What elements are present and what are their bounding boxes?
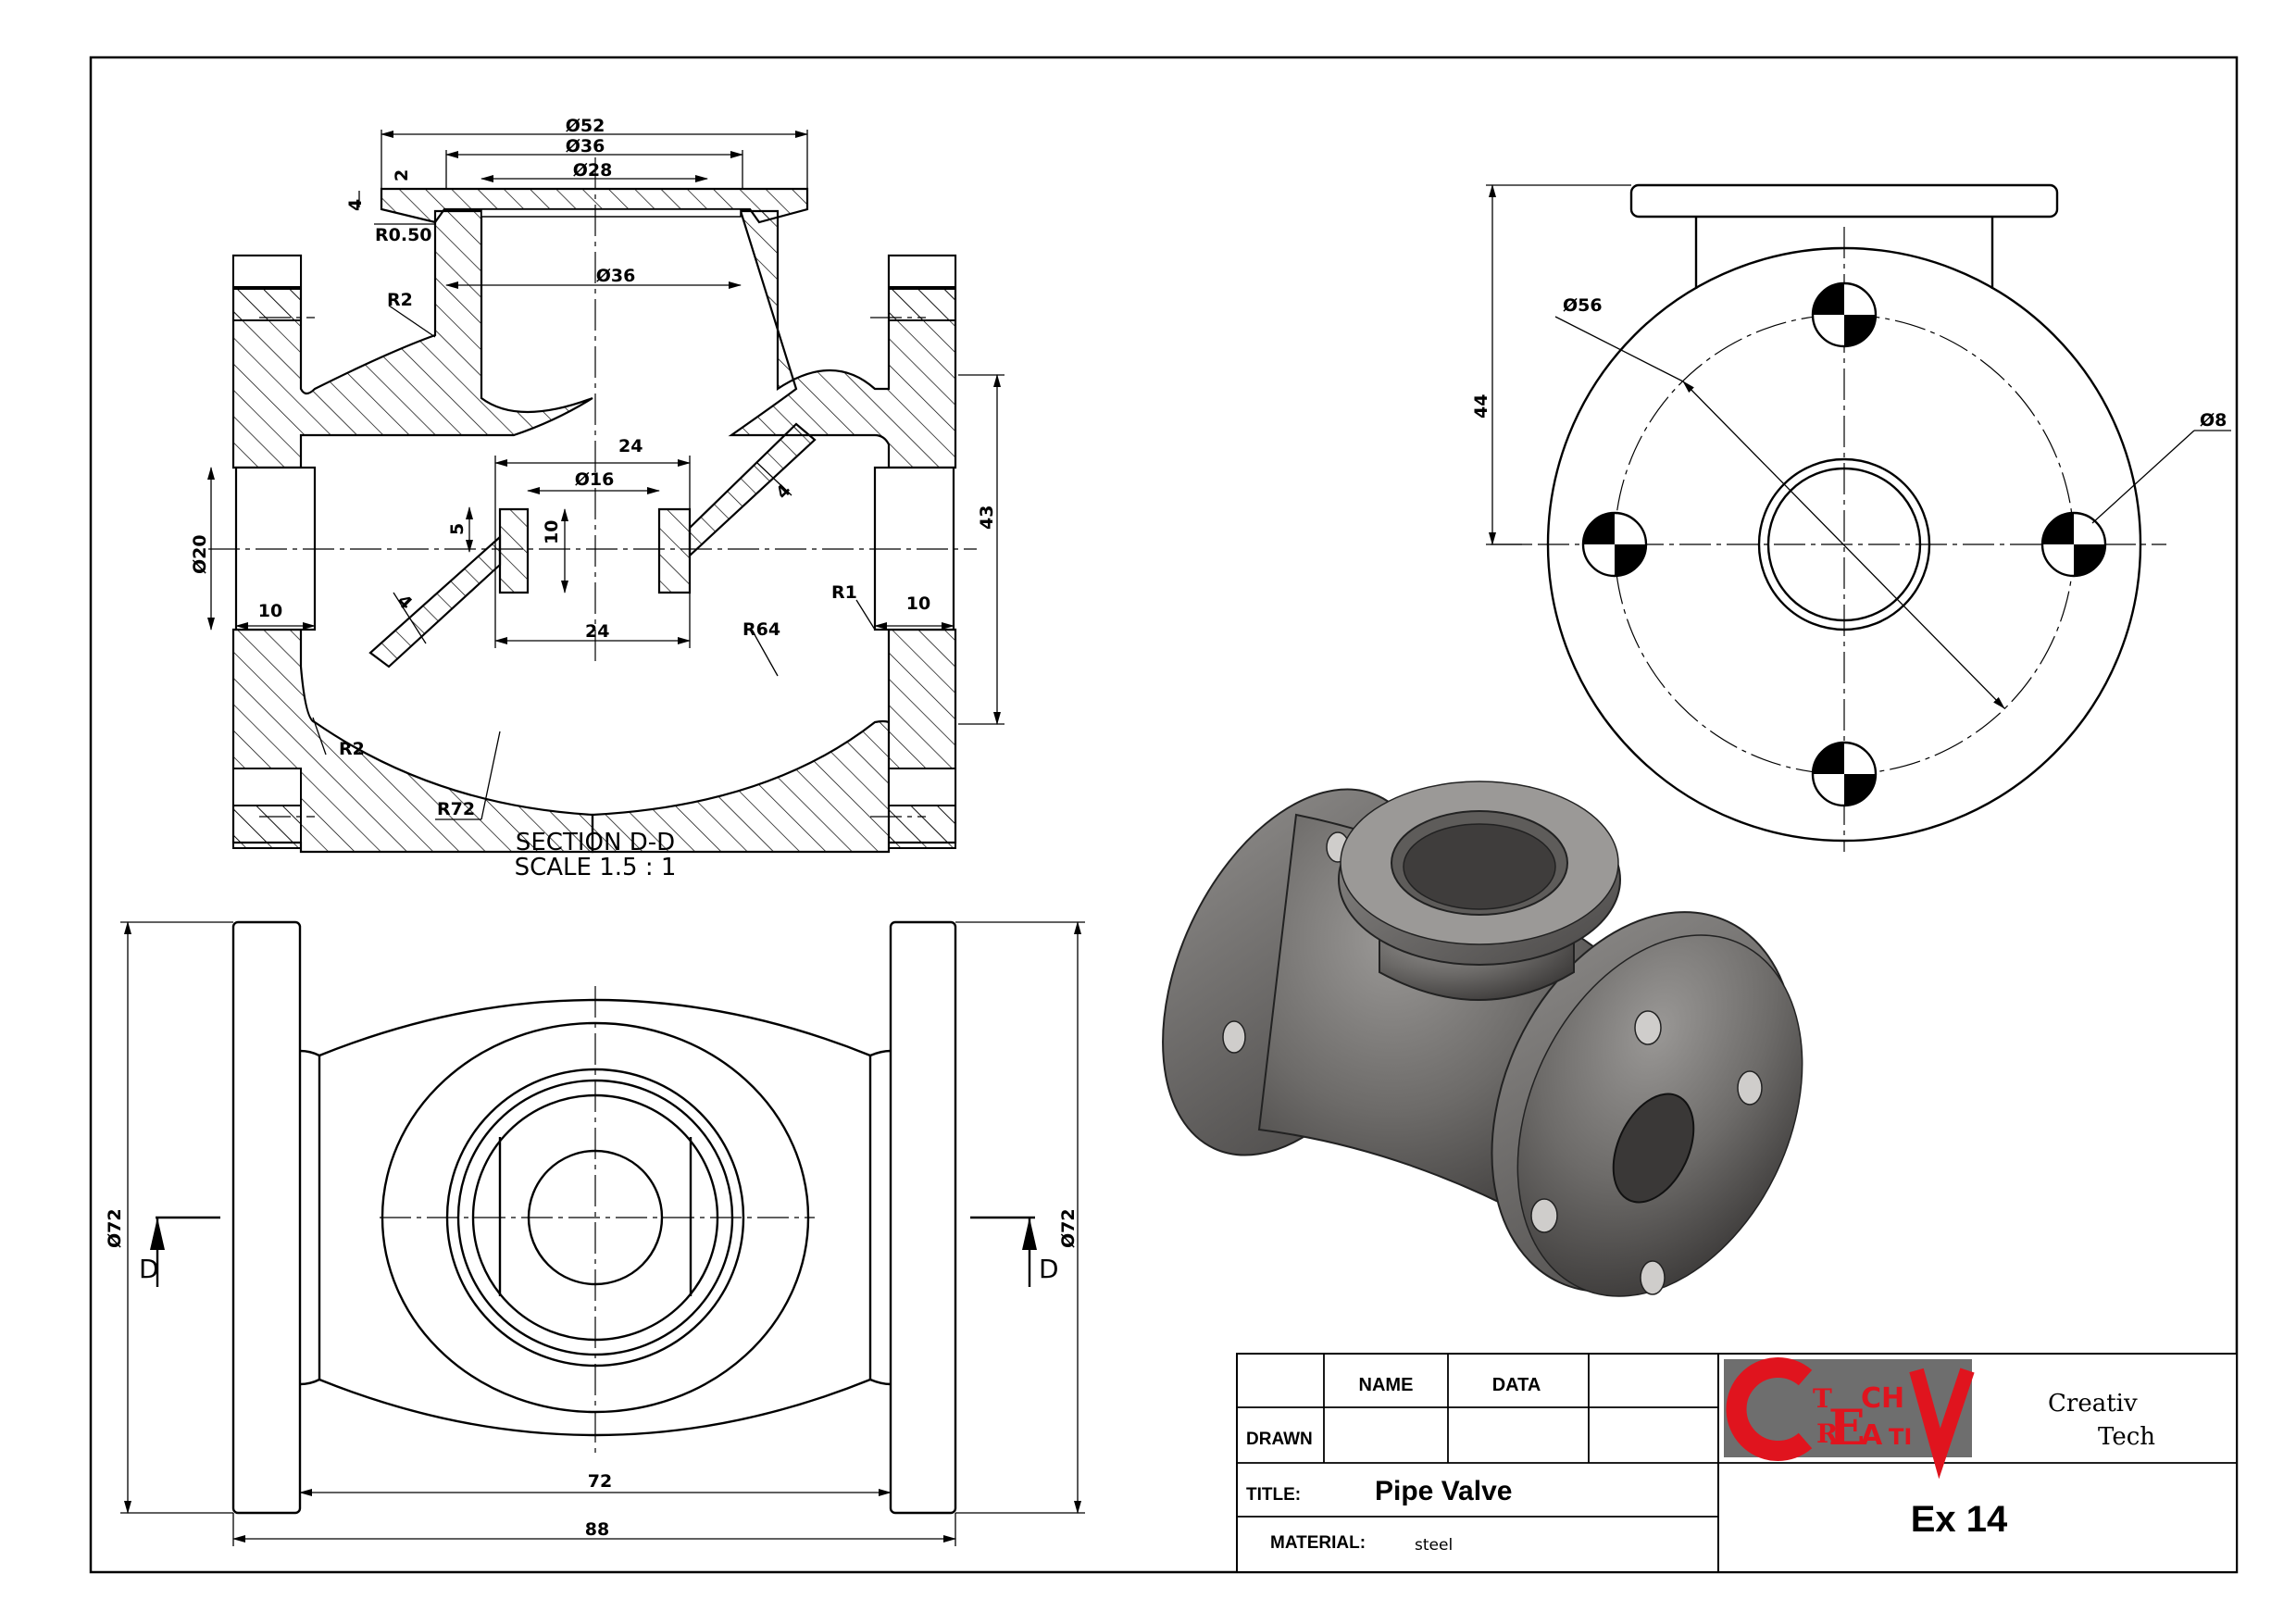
dim-w72: 72 [588, 1471, 612, 1492]
dim-w10-left: 10 [258, 601, 282, 621]
isometric-render [1162, 781, 1803, 1297]
dim-d52: 52 [580, 116, 605, 136]
svg-text:Ø72: Ø72 [105, 1208, 125, 1248]
bolt-holes [1581, 281, 2107, 807]
title-label: TITLE: [1246, 1485, 1301, 1505]
dim-w24-bot: 24 [585, 621, 609, 642]
col-name-header: NAME [1359, 1375, 1414, 1395]
svg-text:Ø36: Ø36 [566, 136, 605, 156]
svg-text:Ø56: Ø56 [1563, 295, 1603, 316]
title-block: NAME DATA DRAWN TITLE: Pipe Valve MATERI… [1236, 1353, 2238, 1573]
section-title: SECTION D-D [516, 829, 675, 856]
dim-h44: 44 [1471, 394, 1491, 418]
front-view: D D Ø72 Ø72 72 88 [105, 920, 1085, 1546]
dim-d72-right: 72 [1058, 1208, 1079, 1232]
svg-text:Ø8: Ø8 [2200, 410, 2227, 431]
svg-text:Ø20: Ø20 [190, 534, 210, 574]
dim-w88: 88 [585, 1519, 609, 1540]
section-view: Ø52 Ø36 Ø28 Ø36 2 4 R0.50 R2 24 Ø16 5 10… [190, 116, 1004, 881]
company-name-line1: Creativ [2048, 1390, 2138, 1418]
dim-r72: R72 [437, 799, 475, 819]
dim-r2-upper: R2 [387, 290, 413, 310]
dim-d36-neck: 36 [611, 266, 635, 286]
material-value: steel [1415, 1536, 1453, 1555]
dim-h2: 2 [392, 169, 412, 181]
dim-d8: 8 [2215, 410, 2227, 431]
dim-d36-top: 36 [580, 136, 605, 156]
svg-text:Ø52: Ø52 [566, 116, 605, 136]
svg-text:A: A [1861, 1419, 1883, 1452]
body-right-upper [728, 209, 957, 469]
dim-d28: 28 [588, 160, 612, 181]
svg-text:Ø28: Ø28 [573, 160, 613, 181]
company-name-line2: Tech [2098, 1423, 2155, 1451]
svg-text:R: R [1816, 1418, 1839, 1449]
dim-d56: 56 [1578, 295, 1602, 316]
dim-h5: 5 [447, 523, 468, 535]
dim-t4-left: 4 [393, 591, 416, 614]
dim-w10-right: 10 [906, 593, 930, 614]
title-value: Pipe Valve [1375, 1476, 1512, 1506]
dim-h10: 10 [542, 520, 562, 544]
body-right-lower [591, 628, 957, 854]
side-top-flange [1629, 183, 2059, 219]
dim-h43: 43 [977, 506, 997, 530]
body-left-upper [231, 209, 593, 469]
svg-text:CH: CH [1861, 1382, 1904, 1415]
dim-t4-right: 4 [772, 481, 795, 504]
svg-text:Ø36: Ø36 [596, 266, 636, 286]
diaphragm-right [688, 422, 817, 558]
dim-r64: R64 [742, 619, 780, 640]
dim-r1: R1 [831, 582, 857, 603]
iso-top-bore [1403, 823, 1556, 910]
svg-text:T: T [1813, 1383, 1832, 1414]
section-mark-left: D [139, 1254, 159, 1284]
side-view: Ø56 Ø8 44 [1471, 183, 2231, 852]
col-data-header: DATA [1492, 1375, 1541, 1395]
exercise-number: Ex 14 [1911, 1499, 2008, 1540]
dim-d20: 20 [190, 534, 210, 558]
iso-right-bore [1612, 1093, 1695, 1204]
diaphragm-left [368, 534, 502, 668]
dim-w24-top: 24 [618, 436, 643, 456]
section-mark-right: D [1039, 1254, 1059, 1284]
row-drawn-label: DRAWN [1246, 1430, 1313, 1449]
material-label: MATERIAL: [1270, 1533, 1366, 1553]
svg-text:Ø72: Ø72 [1058, 1208, 1079, 1248]
flange-top-left [232, 255, 302, 290]
diameter-symbol: Ø [566, 116, 580, 136]
dim-d16: 16 [590, 469, 614, 490]
svg-text:TI: TI [1889, 1424, 1912, 1450]
svg-text:E: E [1828, 1400, 1866, 1456]
seat-left [498, 507, 530, 594]
top-flange-section [380, 187, 809, 224]
border-frame [89, 56, 2239, 1574]
seat-right [657, 507, 692, 594]
body-left-lower [231, 628, 594, 854]
dim-d72-left: 72 [105, 1208, 125, 1232]
dim-r2-lower: R2 [339, 739, 365, 759]
svg-text:Ø16: Ø16 [575, 469, 615, 490]
front-left-flange [231, 920, 302, 1515]
company-logo: E T R CH A TI [1724, 1357, 1975, 1480]
section-scale: SCALE 1.5 : 1 [515, 854, 677, 881]
front-right-flange [889, 920, 957, 1515]
dim-h4: 4 [345, 199, 366, 211]
dim-r050: R0.50 [375, 225, 432, 245]
